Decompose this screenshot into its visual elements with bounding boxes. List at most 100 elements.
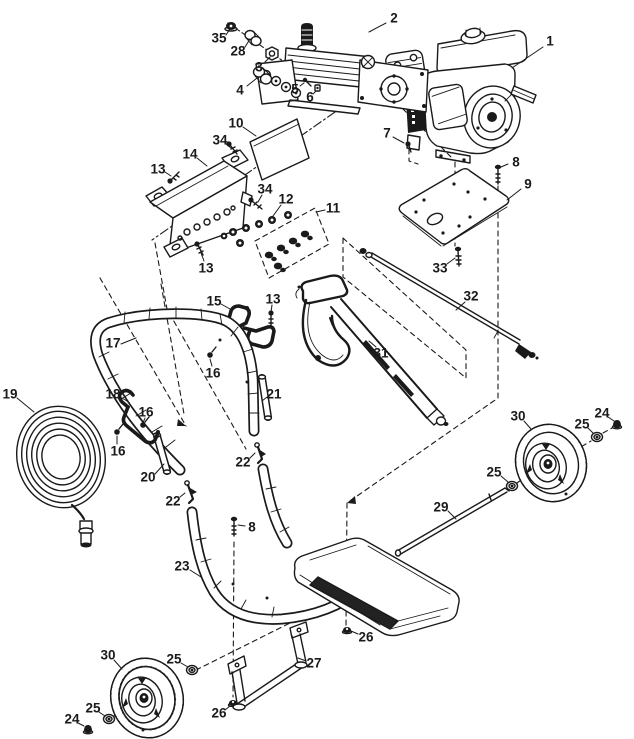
callout-28-3: 28 (230, 44, 246, 59)
callout-leader-2-1 (368, 22, 387, 33)
wheel-left (110, 657, 184, 739)
bolt-7 (405, 141, 411, 147)
callout-20-29: 20 (140, 470, 155, 485)
callout-leader-13-15 (164, 171, 172, 177)
callout-leader-32-35 (455, 301, 466, 311)
pump (255, 23, 429, 115)
callout-leader-13-19 (200, 252, 205, 262)
wheel-right (514, 423, 588, 503)
callout-leader-21-24 (261, 396, 268, 402)
callout-15-20: 15 (206, 294, 222, 309)
callout-1-0: 1 (546, 34, 554, 49)
bolt-8-frame (230, 516, 238, 537)
callout-26-41: 26 (358, 630, 374, 645)
bolt-16-b (140, 416, 150, 428)
pin-22-left (184, 480, 197, 505)
callout-25-40: 25 (574, 417, 590, 432)
plug-6 (314, 84, 321, 92)
callout-26-47: 26 (211, 706, 227, 721)
nut-26-right (341, 627, 353, 635)
callout-22-30: 22 (165, 494, 180, 509)
bolt-16-a (207, 346, 217, 358)
callout-7-8: 7 (383, 126, 391, 141)
callout-leader-25-45 (98, 711, 106, 717)
callout-29-36: 29 (433, 500, 448, 515)
washer-25-left-upper (185, 664, 199, 676)
pin-22-right (254, 442, 266, 465)
callout-12-17: 12 (278, 192, 293, 207)
callout-leader-33-11 (446, 257, 456, 265)
callout-3-4: 3 (255, 60, 263, 75)
cap-nut-24-left (82, 725, 94, 735)
bolt-16-c (114, 423, 124, 435)
regulator-knob (301, 23, 313, 46)
screw-13-holder (268, 310, 274, 328)
callout-6-7: 6 (306, 90, 314, 105)
callout-leader-25-43 (180, 662, 189, 668)
hose-coil (15, 405, 107, 509)
callout-8-32: 8 (248, 520, 256, 535)
wheel-left-hardware (82, 664, 199, 735)
callout-leader-16-27 (142, 417, 146, 424)
callout-leader-24-46 (77, 722, 85, 727)
callout-24-39: 24 (594, 406, 610, 421)
foot-stand (227, 621, 309, 711)
fitting-4 (252, 66, 273, 85)
handle (90, 285, 301, 505)
callout-leader-23-33 (189, 569, 202, 578)
cap-nut-24-right (611, 420, 623, 430)
hardware-box-11 (254, 207, 330, 279)
callout-leader-9-10 (506, 188, 522, 201)
callout-leader-14-14 (196, 157, 208, 167)
callout-17-22: 17 (105, 336, 120, 351)
fitting-28 (244, 29, 262, 47)
callout-leader-25-37 (500, 475, 509, 483)
callout-leader-4-5 (246, 77, 258, 87)
callout-leader-10-12 (242, 126, 257, 137)
callout-30-44: 30 (100, 648, 115, 663)
callout-25-45: 25 (85, 701, 101, 716)
arrowhead (177, 419, 186, 426)
air-cleaner (428, 83, 468, 131)
callout-23-33: 23 (174, 559, 190, 574)
callout-leader-29-36 (447, 510, 457, 520)
callout-35-2: 35 (211, 31, 227, 46)
hose-hook (117, 388, 160, 445)
callout-11-18: 11 (326, 201, 341, 216)
callout-18-25: 18 (105, 387, 121, 402)
callout-16-27: 16 (138, 405, 154, 420)
callout-8-9: 8 (512, 155, 520, 170)
callout-leader-15-20 (220, 303, 231, 310)
washer-25-left-lower (102, 713, 116, 725)
callout-10-12: 10 (228, 116, 243, 131)
washers-12 (220, 211, 292, 247)
callout-leader-34-13 (225, 143, 232, 149)
screw-13-bottom (194, 241, 204, 256)
callout-5-6: 5 (291, 82, 299, 97)
callout-31-34: 31 (373, 346, 389, 361)
callout-leader-26-41 (350, 630, 359, 635)
callout-25-43: 25 (166, 652, 182, 667)
callout-27-42: 27 (306, 656, 321, 671)
callout-30-38: 30 (510, 409, 525, 424)
callout-4-5: 4 (236, 83, 244, 98)
pump-fittings (224, 22, 321, 92)
engine-bracket (145, 141, 263, 258)
base-plate (398, 168, 510, 267)
callout-19-26: 19 (2, 387, 17, 402)
callout-leader-17-22 (120, 337, 137, 345)
callout-16-23: 16 (205, 366, 221, 381)
callout-leader-22-31 (249, 452, 256, 459)
callout-25-37: 25 (486, 465, 502, 480)
screw-5 (302, 77, 312, 87)
callout-leader-34-16 (257, 194, 263, 203)
spray-gun (295, 274, 449, 426)
callout-2-1: 2 (390, 11, 398, 26)
callout-leader-26-47 (224, 705, 231, 711)
callout-21-24: 21 (266, 387, 282, 402)
axle (394, 487, 510, 557)
callout-leader-30-44 (113, 659, 123, 670)
